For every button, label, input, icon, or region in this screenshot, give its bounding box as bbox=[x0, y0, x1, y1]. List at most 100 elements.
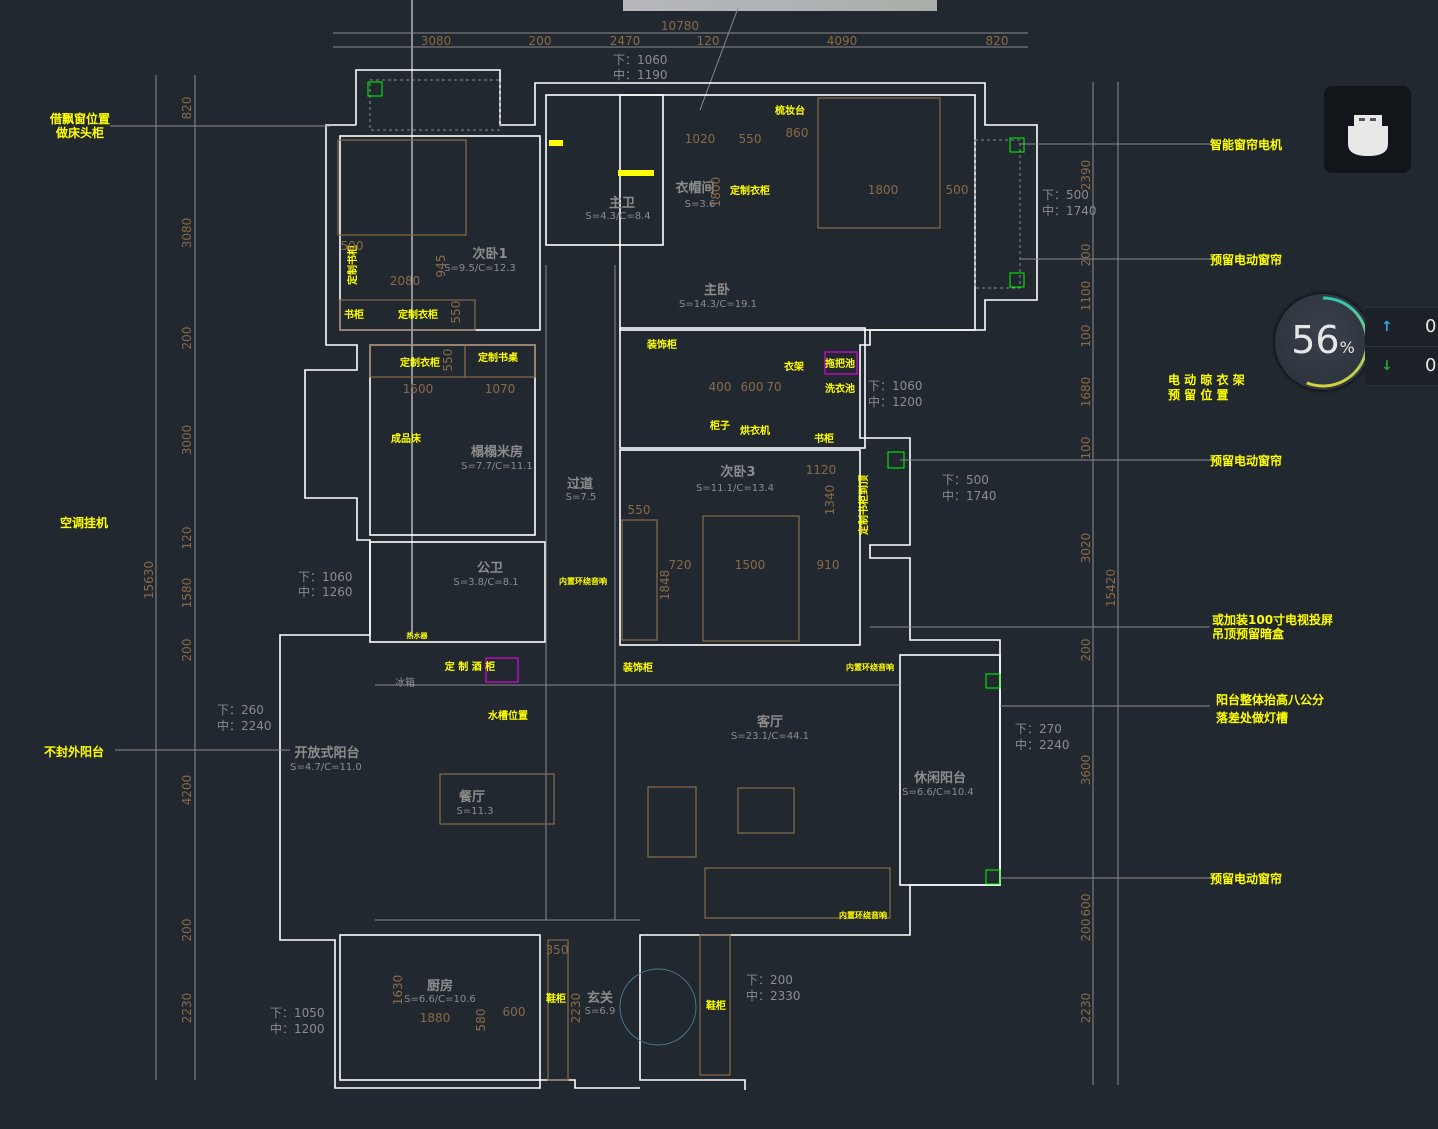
entry-rug bbox=[619, 968, 697, 1046]
master-bed bbox=[817, 97, 941, 229]
furniture-label: 水槽位置 bbox=[487, 709, 528, 722]
dim-segment: 100 bbox=[1079, 437, 1093, 460]
dim-top: 820 bbox=[986, 34, 1009, 48]
balcony-marble bbox=[974, 139, 1021, 289]
room-area: S=6.9 bbox=[585, 1006, 616, 1017]
note-text: 电 动 晾 衣 架 bbox=[1168, 372, 1245, 387]
dim-segment: 2230 bbox=[1079, 993, 1093, 1024]
dim-segment: 600 bbox=[1079, 894, 1093, 917]
dim-right-total: 15420 bbox=[1104, 569, 1118, 607]
dim-segment: 820 bbox=[180, 97, 194, 120]
svg-text:350: 350 bbox=[546, 943, 569, 957]
room-area: S=9.5/C=12.3 bbox=[444, 263, 516, 274]
note-text: 吊顶预留暗盒 bbox=[1212, 626, 1285, 641]
room-area: S=6.6/C=10.6 bbox=[404, 994, 476, 1005]
room-name: 开放式阳台 bbox=[294, 745, 359, 761]
svg-text:中：1200: 中：1200 bbox=[868, 394, 923, 409]
svg-text:2080: 2080 bbox=[390, 274, 421, 288]
svg-text:580: 580 bbox=[474, 1009, 488, 1032]
svg-text:550: 550 bbox=[441, 349, 455, 372]
furniture-label: 成品床 bbox=[391, 432, 422, 445]
sofa bbox=[704, 867, 891, 919]
leader-line bbox=[699, 7, 739, 111]
svg-text:下：260: 下：260 bbox=[217, 703, 264, 717]
dim-segment: 4200 bbox=[180, 775, 194, 806]
bed-3 bbox=[702, 515, 800, 642]
note-text: 预 留 位 置 bbox=[1168, 387, 1229, 402]
yellow-marker bbox=[618, 170, 654, 176]
svg-text:下：1060: 下：1060 bbox=[613, 53, 668, 67]
top-toolbar-panel bbox=[623, 0, 937, 11]
dining-table bbox=[439, 773, 555, 825]
svg-text:1500: 1500 bbox=[403, 382, 434, 396]
furniture-label: 定 制 酒 柜 bbox=[445, 660, 495, 673]
dim-segment: 200 bbox=[180, 919, 194, 942]
furniture-label: 梳妆台 bbox=[774, 104, 805, 117]
memory-usage-gauge[interactable]: 56% bbox=[1275, 294, 1371, 390]
furniture-labels: 书柜 定制衣柜 定制书柜 梳妆台 定制衣柜 定制衣柜 定制书桌 成品床 装饰柜 … bbox=[344, 104, 894, 1012]
shoe-cabinet bbox=[547, 939, 569, 1081]
room-area: S=7.7/C=11.1 bbox=[461, 461, 533, 472]
svg-text:下：1060: 下：1060 bbox=[868, 379, 923, 393]
room-name: 客厅 bbox=[757, 714, 783, 730]
bay-window bbox=[369, 79, 501, 131]
note-text: 智能窗帘电机 bbox=[1209, 137, 1282, 152]
dim-segment: 200 bbox=[1079, 639, 1093, 662]
svg-text:70: 70 bbox=[766, 380, 781, 394]
dim-segment: 200 bbox=[180, 639, 194, 662]
desk bbox=[464, 344, 536, 378]
room-area: S=11.1/C=13.4 bbox=[696, 483, 774, 494]
dim-top: 3080 bbox=[421, 34, 452, 48]
svg-text:500: 500 bbox=[946, 183, 969, 197]
svg-text:1020: 1020 bbox=[685, 132, 716, 146]
svg-text:400: 400 bbox=[709, 380, 732, 394]
furniture-label: 定制衣柜 bbox=[400, 356, 440, 369]
svg-text:中：1260: 中：1260 bbox=[298, 584, 353, 599]
svg-text:下：1050: 下：1050 bbox=[270, 1006, 325, 1020]
room-name: 次卧3 bbox=[720, 464, 755, 480]
svg-text:1848: 1848 bbox=[658, 570, 672, 601]
usb-drive-icon bbox=[1348, 115, 1388, 156]
svg-text:2230: 2230 bbox=[569, 993, 583, 1024]
dim-segment: 100 bbox=[1079, 325, 1093, 348]
dim-segment: 200 bbox=[1079, 244, 1093, 267]
room-area: S=4.7/C=11.0 bbox=[290, 762, 362, 773]
furniture-label: 烘衣机 bbox=[740, 424, 770, 437]
furniture-label: 鞋柜 bbox=[706, 999, 726, 1012]
room-name: 衣帽间 bbox=[675, 180, 714, 196]
svg-text:下：1060: 下：1060 bbox=[298, 570, 353, 584]
svg-text:下：500: 下：500 bbox=[1042, 188, 1089, 202]
furniture-label: 内置环绕音响 bbox=[846, 662, 894, 672]
download-speed: 0 bbox=[1425, 355, 1437, 376]
furniture-label: 装饰柜 bbox=[622, 661, 653, 674]
dim-segment: 1580 bbox=[180, 578, 194, 609]
upload-speed: 0 bbox=[1425, 316, 1437, 337]
furniture-label: 柜子 bbox=[709, 419, 730, 432]
dim-segment: 1680 bbox=[1079, 377, 1093, 408]
svg-text:550: 550 bbox=[739, 132, 762, 146]
furniture-label: 内置环绕音响 bbox=[559, 576, 607, 586]
note-text: 阳台整体抬高八公分 bbox=[1216, 692, 1324, 707]
dim-segment: 2230 bbox=[180, 993, 194, 1024]
curtain-motor-marker bbox=[985, 673, 1001, 689]
dim-segment: 3020 bbox=[1079, 533, 1093, 564]
armchair bbox=[647, 786, 697, 858]
gauge-percent: 56% bbox=[1291, 318, 1355, 362]
room-name: 玄关 bbox=[587, 990, 613, 1006]
furniture-label: 书柜 bbox=[344, 308, 364, 321]
download-arrow-icon: ↓ bbox=[1381, 358, 1393, 374]
usb-drive-button[interactable] bbox=[1324, 86, 1411, 173]
svg-text:1800: 1800 bbox=[709, 177, 723, 208]
bed-1 bbox=[337, 139, 467, 236]
note-text: 空调挂机 bbox=[60, 515, 108, 530]
svg-text:1800: 1800 bbox=[868, 183, 899, 197]
callout-notes: 借飘窗位置 做床头柜 空调挂机 不封外阳台 智能窗帘电机 预留电动窗帘 电 动 … bbox=[44, 111, 1333, 886]
coffee-table bbox=[737, 787, 795, 834]
right-dimensions: 2390200110010016801003020200360020060022… bbox=[1079, 82, 1119, 1085]
furniture-label: 书柜 bbox=[814, 432, 834, 445]
room-area: S=4.3/C=8.4 bbox=[585, 211, 650, 222]
svg-text:中：2240: 中：2240 bbox=[217, 718, 272, 733]
note-text: 借飘窗位置 bbox=[49, 111, 110, 126]
furniture-label: 内置环绕音响 bbox=[839, 910, 887, 920]
